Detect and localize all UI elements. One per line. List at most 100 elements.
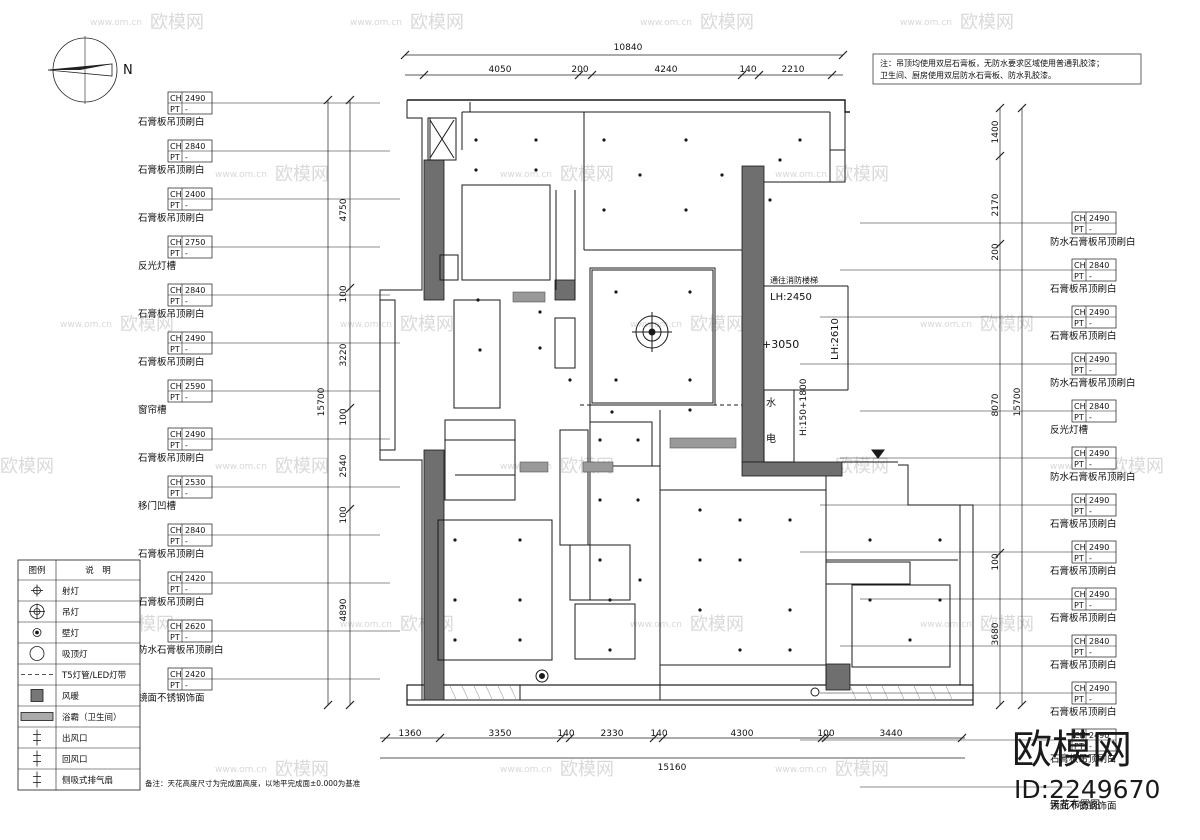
- right-tag-13: 镜面不锈钢饰面: [1050, 800, 1117, 812]
- right-tag-ch: 2490: [1089, 543, 1109, 552]
- note-line-1: 注：吊顶均使用双层石膏板，无防水要求区域使用普通乳胶漆；: [880, 58, 1104, 68]
- left-tag-column: CH PT 2490 - 石膏板吊顶刷白 CH PT 2840 - 石膏板吊顶刷白 CH PT 2400…: [138, 91, 224, 704]
- watermark-text: 欧模网: [275, 164, 329, 185]
- downlight-dot: [614, 378, 618, 382]
- electric-label: 电: [766, 432, 776, 445]
- right-tag-pt: -: [1089, 742, 1092, 751]
- legend-row-text: 射灯: [62, 586, 80, 597]
- drawing-title: 天花布置图: [1050, 798, 1100, 811]
- downlight-dot: [614, 290, 618, 294]
- left-tag-pt-label: PT: [170, 297, 180, 306]
- right-tag-desc: 石膏板吊顶刷白: [1050, 330, 1117, 342]
- brand-block: 欧模网 ID:2249670 天花布置图: [1012, 727, 1160, 811]
- legend-row-text: 回风口: [62, 755, 88, 765]
- downlight-dot: [684, 138, 688, 142]
- downlight-dot: [738, 558, 742, 562]
- dimension-right: 1400 2170 200 8070 100 3680 15700: [991, 103, 1027, 710]
- dim-right-seg-3: 200: [991, 243, 1001, 260]
- left-tag-pt: -: [185, 681, 188, 690]
- watermark-text: 欧模网: [560, 164, 614, 185]
- right-tag-desc: 石膏板吊顶刷白: [1050, 659, 1117, 671]
- right-tag-pt: -: [1089, 319, 1092, 328]
- left-tag-ch-label: CH: [170, 286, 182, 295]
- watermark-url: www.om.cn: [900, 18, 952, 28]
- right-tag-ch: 2840: [1089, 261, 1109, 270]
- downlight-dot: [638, 173, 642, 177]
- downlight-dot: [476, 298, 480, 302]
- downlight-dot: [610, 410, 614, 414]
- left-tag-ch-label: CH: [170, 526, 182, 535]
- left-tag-ch: 2490: [185, 334, 205, 343]
- downlight-dot: [598, 438, 602, 442]
- watermark-text: 欧模网: [980, 614, 1034, 635]
- left-tag-desc: 反光灯槽: [138, 260, 177, 272]
- right-tag-ch: 2490: [1089, 496, 1109, 505]
- downlight-dot: [688, 378, 692, 382]
- watermark-url: www.om.cn: [920, 620, 972, 630]
- dim-left-seg-5: 2540: [339, 454, 349, 477]
- downlight-dot: [698, 508, 702, 512]
- left-tag-pt: -: [185, 249, 188, 258]
- downlight-dot: [638, 578, 642, 582]
- right-tag-pt: -: [1089, 413, 1092, 422]
- left-tag-ch-label: CH: [170, 430, 182, 439]
- right-tag-desc: 镜面不锈钢饰面: [1050, 800, 1117, 812]
- bath-heater-icon: [20, 712, 54, 721]
- left-tag-desc: 石膏板吊顶刷白: [138, 356, 205, 368]
- right-tag-pt-label: PT: [1074, 319, 1084, 328]
- dim-right-seg-6: 3680: [991, 622, 1001, 645]
- watermark-url: www.om.cn: [775, 765, 827, 775]
- dim-bottom-seg-6: 4300: [731, 729, 754, 739]
- legend-row-return-vent: 回风口: [18, 747, 140, 767]
- left-tag-desc: 防水石膏板吊顶刷白: [138, 644, 224, 656]
- left-tag-pt-label: PT: [170, 345, 180, 354]
- left-tag-ch: 2490: [185, 94, 205, 103]
- footer-note: 备注：天花高度尺寸为完成面高度，以地平完成面±0.000为基准: [145, 778, 361, 788]
- right-tag-pt: -: [1089, 225, 1092, 234]
- right-tag-pt: -: [1089, 366, 1092, 375]
- legend-row-fan: 风暖: [18, 684, 140, 702]
- right-tag-ch-label: CH: [1074, 731, 1086, 740]
- right-tag-ch-label: CH: [1074, 261, 1086, 270]
- left-tag-ch: 2400: [185, 190, 205, 199]
- watermark-url: www.om.cn: [920, 320, 972, 330]
- dim-left-seg-4: 100: [339, 408, 349, 425]
- downlight-dot: [738, 648, 742, 652]
- right-tag-pt-label: PT: [1074, 413, 1084, 422]
- brand-logo: 欧模网: [1012, 727, 1132, 773]
- left-tag-desc: 石膏板吊顶刷白: [138, 212, 205, 224]
- downlight-dot: [788, 608, 792, 612]
- left-tag-ch: 2490: [185, 430, 205, 439]
- left-tag-pt-label: PT: [170, 249, 180, 258]
- watermark-text: 欧模网: [150, 12, 204, 33]
- left-tag-pt: -: [185, 345, 188, 354]
- right-tag-desc: 防水石膏板吊顶刷白: [1050, 236, 1136, 248]
- left-tag-ch: 2840: [185, 142, 205, 151]
- note-box: 注：吊顶均使用双层石膏板，无防水要求区域使用普通乳胶漆； 卫生间、厨房使用双层防…: [872, 53, 1142, 85]
- left-tag-pt-label: PT: [170, 105, 180, 114]
- right-tag-pt-label: PT: [1074, 554, 1084, 563]
- dim-bottom-seg-2: 3350: [489, 729, 512, 739]
- dim-top-seg-1: 4050: [489, 65, 512, 75]
- right-tag-ch-label: CH: [1074, 684, 1086, 693]
- legend-row-text: 吊灯: [62, 607, 80, 618]
- downlight-dot: [768, 198, 772, 202]
- left-tag-ch-label: CH: [170, 574, 182, 583]
- right-tag-pt: -: [1089, 272, 1092, 281]
- note-line-2: 卫生间、厨房使用双层防水石膏板、防水乳胶漆。: [880, 70, 1056, 80]
- right-tag-desc: 石膏板吊顶刷白: [1050, 706, 1117, 718]
- right-tag-pt: -: [1089, 554, 1092, 563]
- lh-label-2: LH:2610: [830, 318, 841, 360]
- dim-top-seg-5: 2210: [782, 65, 805, 75]
- legend-row-wall-light: 壁灯: [18, 621, 140, 639]
- downlight-dot: [518, 638, 522, 642]
- right-tag-pt: -: [1089, 695, 1092, 704]
